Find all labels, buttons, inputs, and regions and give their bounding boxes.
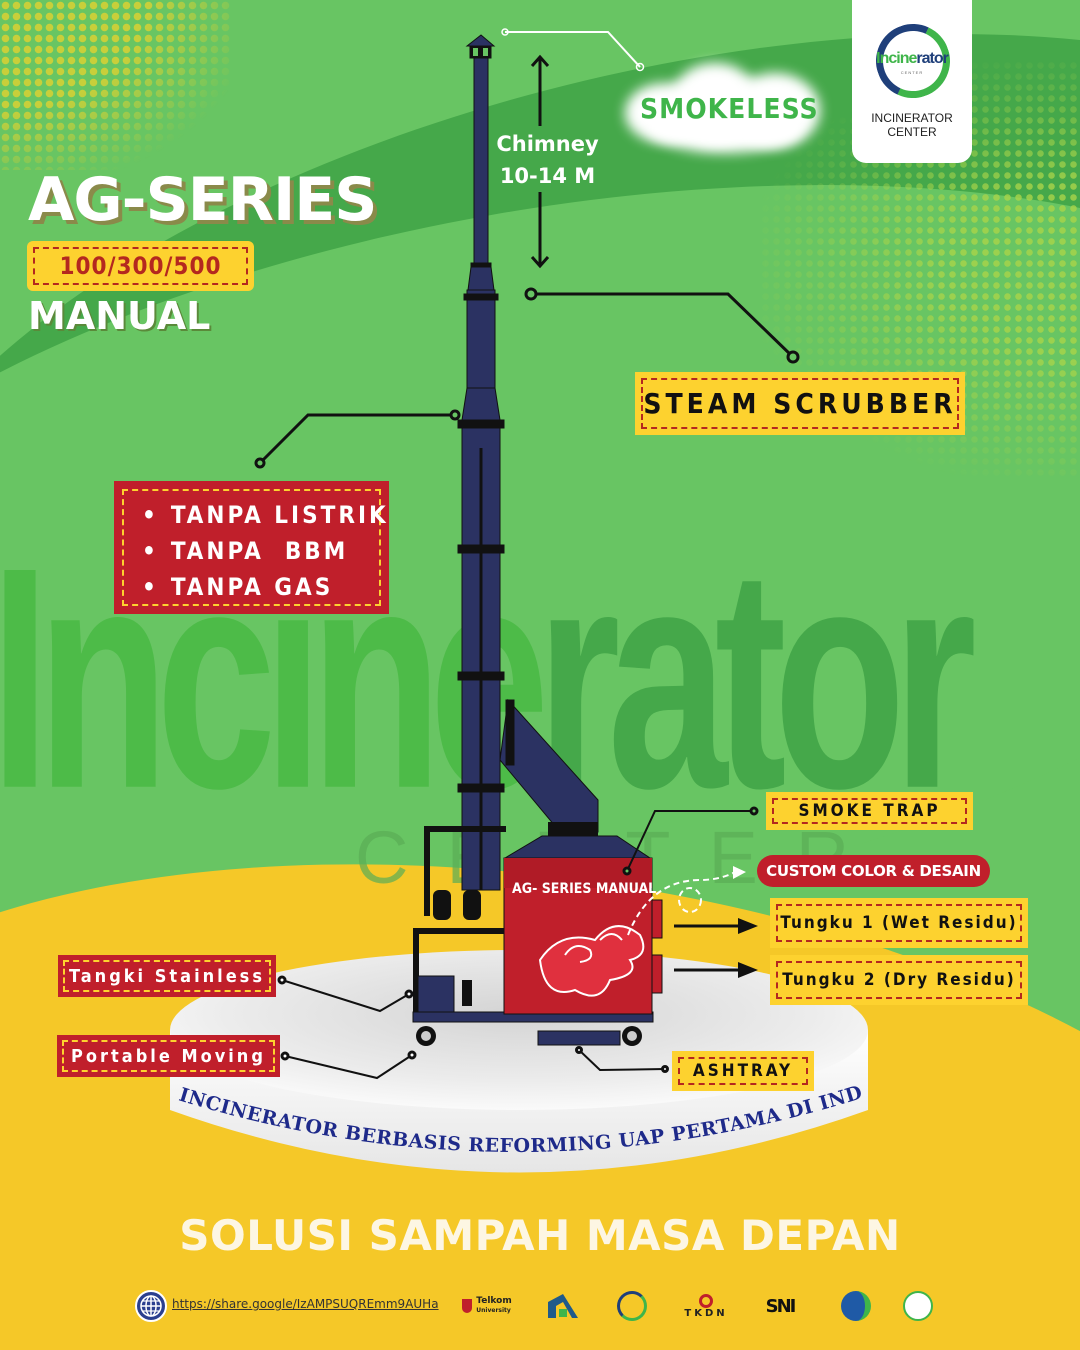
feature-item: TANPA BBM [142,533,379,569]
furnace-body: AG- SERIES MANUAL [503,822,663,1015]
feature-item: TANPA GAS [142,569,379,605]
feature-item: TANPA LISTRIK [142,497,386,533]
leader-lines [254,28,800,1080]
capacity-badge: 100/300/500 [27,241,254,291]
halftone-dots-top-left [0,0,230,170]
smokeless-label: SMOKELESS [640,92,819,125]
tagline: SOLUSI SAMPAH MASA DEPAN [179,1211,901,1260]
custom-color-pill: CUSTOM COLOR & DESAIN [757,855,990,887]
smoke-cloud [610,58,825,158]
gear-icon [699,1293,713,1308]
chimney [457,34,599,891]
tree-logo-icon [900,1289,936,1323]
smoke-trap-tag: SMOKE TRAP [766,792,973,830]
furnace-panel-label: AG- SERIES MANUAL [512,881,656,897]
logo-wordmark: Incinerator [876,50,949,67]
globe-icon [135,1290,167,1322]
star-person-logo-icon [838,1289,874,1323]
stainless-tank-tag: Tangki Stainless [58,955,276,997]
features-box: TANPA LISTRIK TANPA BBM TANPA GAS [114,481,389,614]
furnace-1-tag: Tungku 1 (Wet Residu) [770,898,1028,948]
website-link[interactable]: https://share.google/IzAMPSUQREmm9AUHa [172,1297,439,1311]
logo-subtext: CENTER [900,70,924,75]
home-logo-icon [545,1289,581,1323]
furnace-2-tag: Tungku 2 (Dry Residu) [770,955,1028,1005]
water-tank-frame [412,826,654,1046]
ashtray-tag: ASHTRAY [672,1051,814,1091]
bg-yellow-fill [0,1150,1080,1350]
product-title: AG-SERIES [28,165,378,235]
logo-caption: INCINERATOR CENTER [871,111,953,139]
sni-logo: SNI [765,1295,797,1317]
tkdn-logo: TKDN [676,1289,736,1323]
incinerator-center-logo-card[interactable]: Incinerator CENTER INCINERATOR CENTER [852,0,972,163]
steam-scrubber-tag: STEAM SCRUBBER [635,372,965,435]
furnace-arrows [674,918,758,978]
product-subtitle: MANUAL [28,294,211,338]
portable-moving-tag: Portable Moving [57,1035,280,1077]
incinerator-small-logo-icon [613,1289,651,1323]
chimney-height-label: Chimney 10-14 M [496,132,599,188]
telkom-icon [462,1299,473,1313]
custom-color-dashed-arrow [627,871,736,936]
chimney-height-arrow [530,54,550,269]
